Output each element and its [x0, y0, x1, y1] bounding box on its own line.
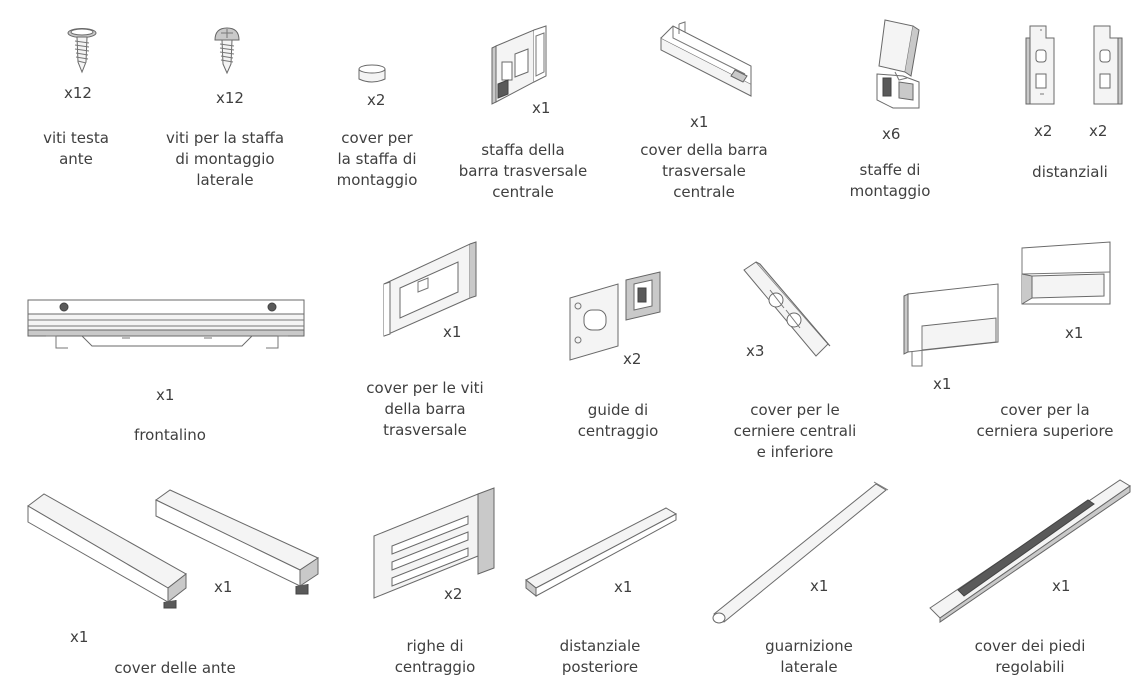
qty-cover-staffa: x2: [367, 91, 386, 109]
door-cover-left-drawing: [24, 488, 192, 610]
hinge-cover-drawing: [740, 260, 832, 360]
qty-righe-centraggio: x2: [444, 585, 463, 603]
center-bar-cover-drawing: [655, 20, 755, 100]
label-distanziali: distanziali: [1032, 163, 1108, 181]
door-cover-right-drawing: [150, 486, 322, 598]
qty-cover-ante-b: x1: [70, 628, 89, 646]
qty-distanziali-a: x2: [1034, 122, 1053, 140]
screw-flat-head-drawing: [60, 26, 104, 74]
qty-guarnizione: x1: [810, 577, 829, 595]
label-cover-ante: cover delle ante: [114, 659, 236, 677]
qty-staffa-barra: x1: [532, 99, 551, 117]
qty-viti-staffa: x12: [216, 89, 244, 107]
qty-cover-ante-a: x1: [214, 578, 233, 596]
qty-frontalino: x1: [156, 386, 175, 404]
qty-cover-viti-barra: x1: [443, 323, 462, 341]
top-hinge-cover-right-drawing: [1018, 240, 1116, 308]
top-hinge-cover-left-drawing: [900, 280, 1004, 370]
qty-cover-cerniera-a: x1: [933, 375, 952, 393]
cap-cover-drawing: [356, 64, 388, 86]
side-gasket-drawing: [706, 478, 890, 628]
mounting-bracket-drawing: [873, 16, 929, 112]
centering-rail-drawing: [370, 486, 498, 606]
qty-cover-cerniere: x3: [746, 342, 765, 360]
front-panel-drawing: [26, 296, 308, 356]
qty-staffe-montaggio: x6: [882, 125, 901, 143]
qty-cover-piedi: x1: [1052, 577, 1071, 595]
qty-cover-barra: x1: [690, 113, 709, 131]
crossbar-screw-cover-drawing: [378, 240, 480, 338]
qty-viti-testa-ante: x12: [64, 84, 92, 102]
qty-distanziali-b: x2: [1089, 122, 1108, 140]
spacer-right-drawing: [1086, 24, 1126, 108]
rear-spacer-drawing: [520, 500, 680, 600]
center-bar-bracket-drawing: [488, 24, 560, 106]
adjustable-feet-cover-drawing: [924, 472, 1134, 624]
screw-pan-head-drawing: [207, 26, 247, 74]
spacer-left-drawing: [1022, 24, 1062, 108]
qty-distanziale-posteriore: x1: [614, 578, 633, 596]
qty-cover-cerniera-b: x1: [1065, 324, 1084, 342]
label-frontalino: frontalino: [134, 426, 206, 444]
qty-guide-centraggio: x2: [623, 350, 642, 368]
centering-guide-drawing: [564, 270, 664, 362]
